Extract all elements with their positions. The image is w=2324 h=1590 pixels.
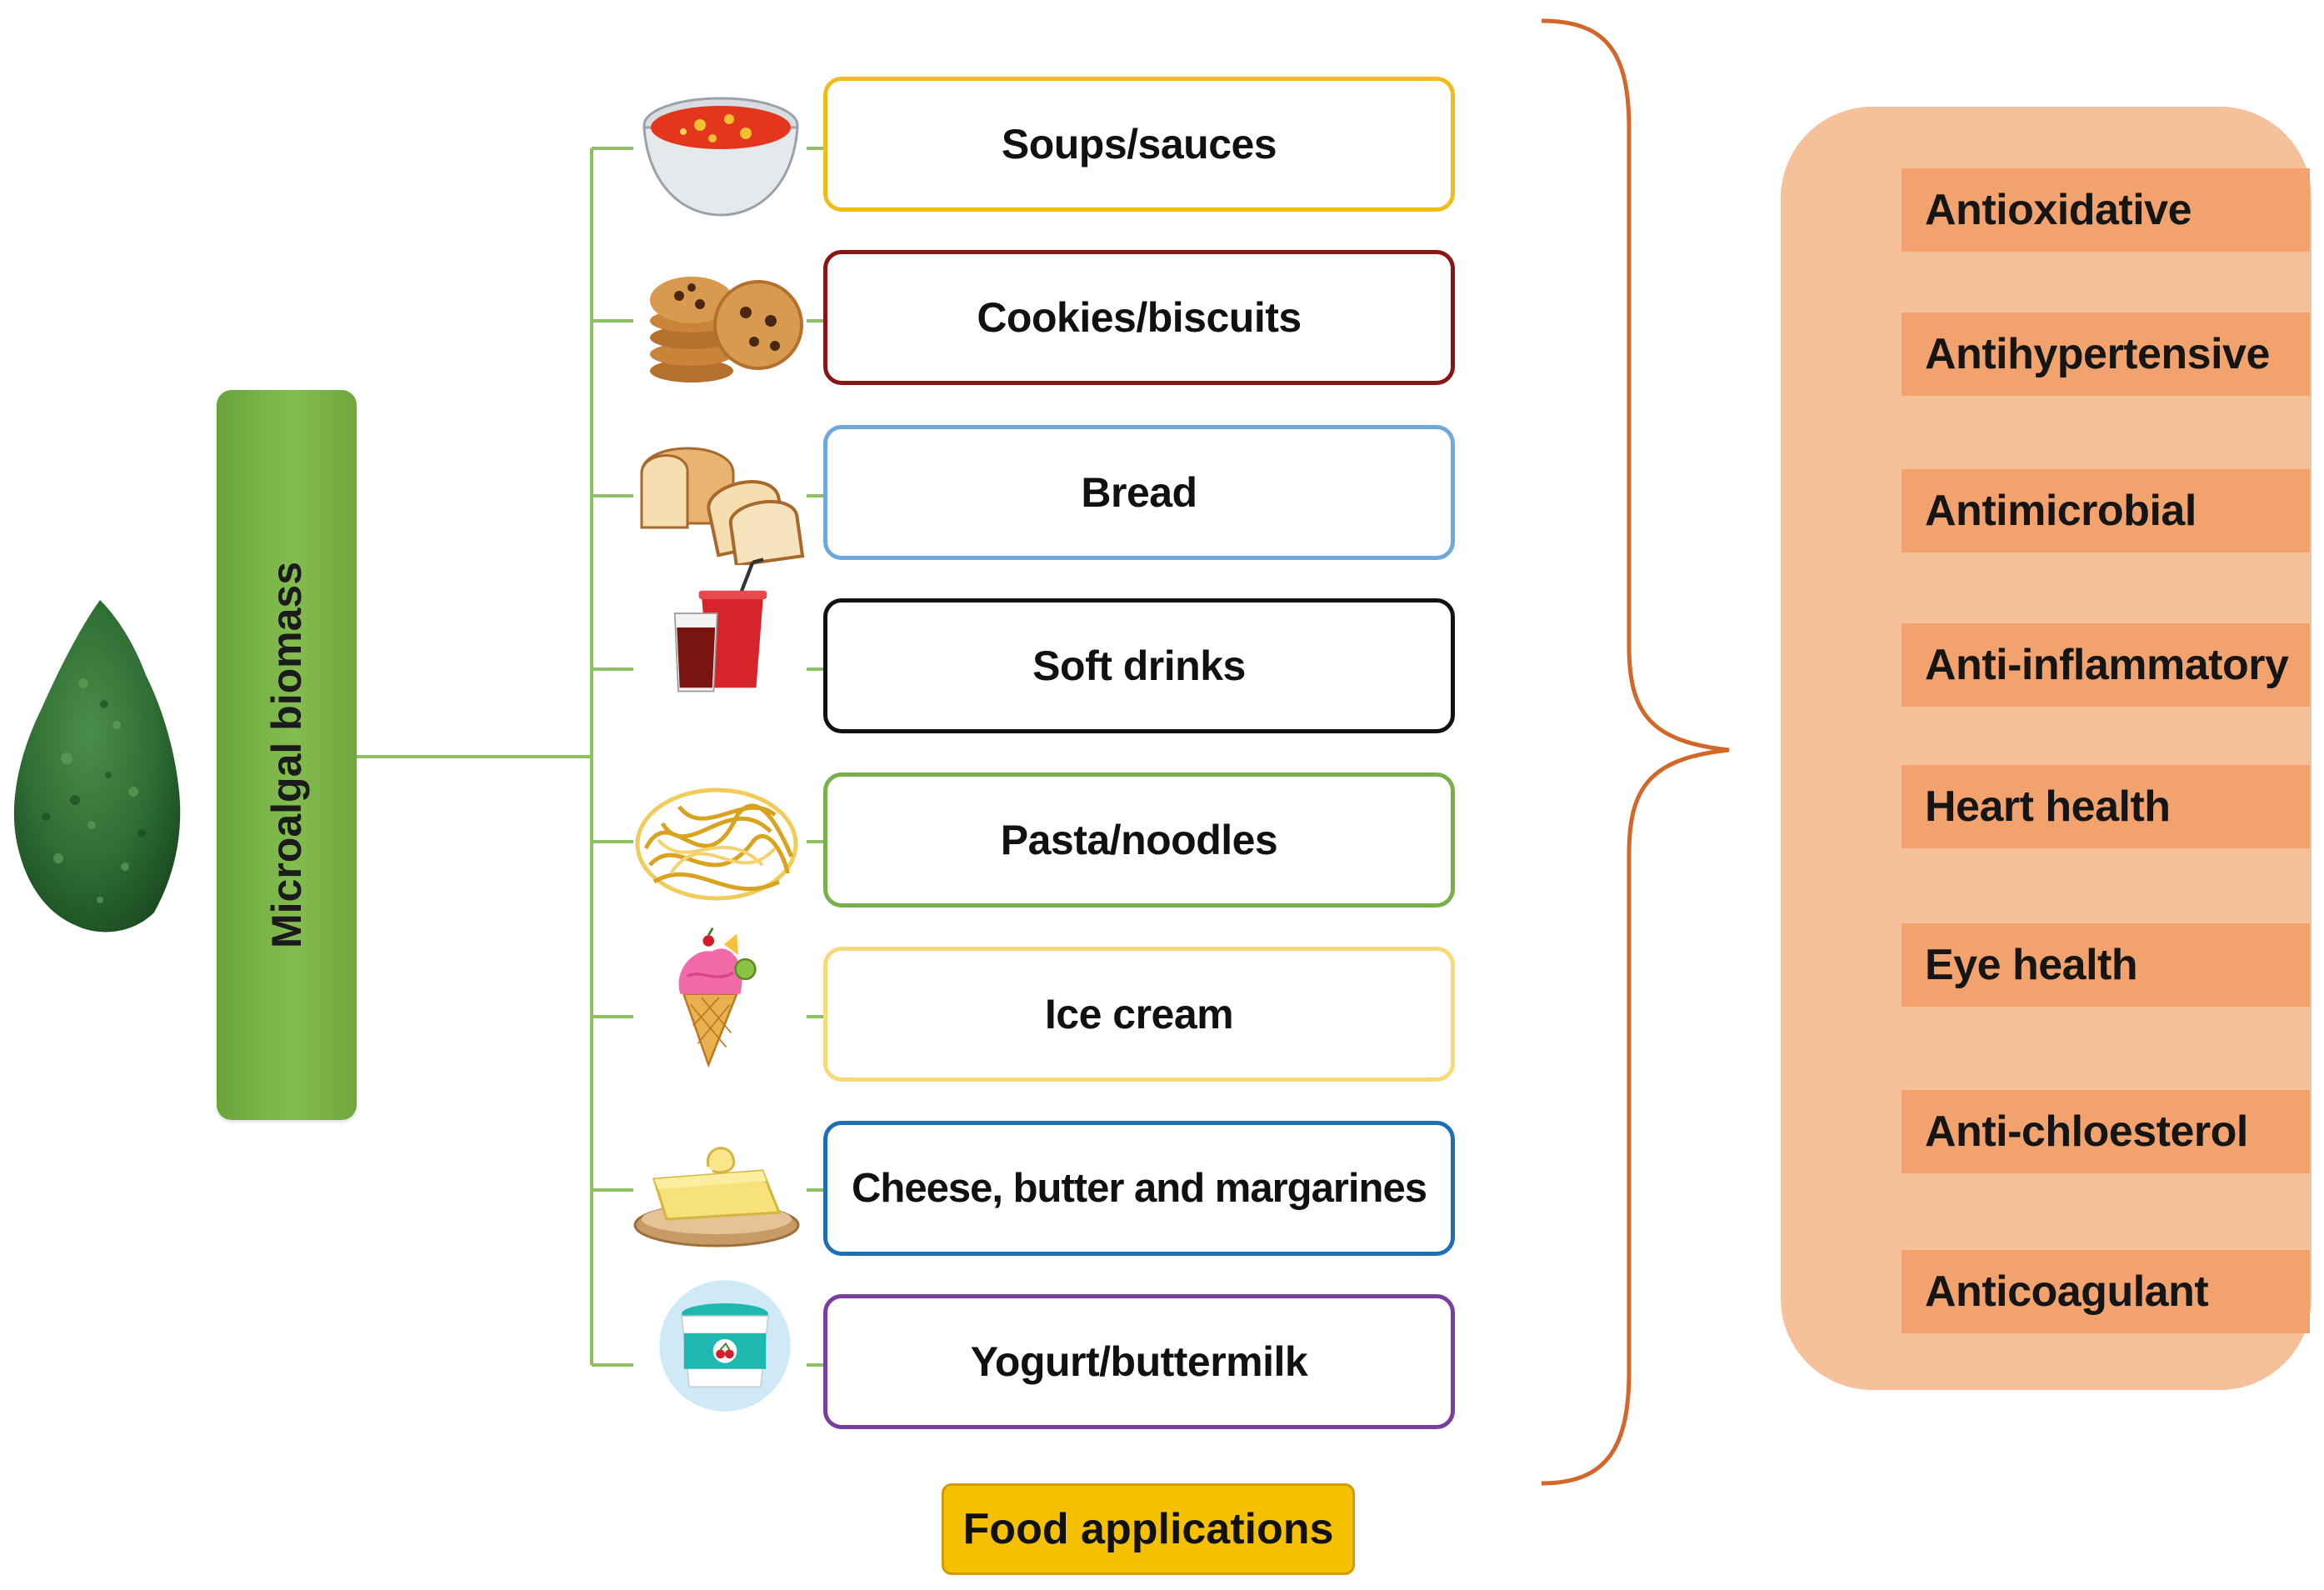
food-item-soft-drinks: Soft drinks (823, 598, 1455, 733)
soup-bowl-icon (642, 97, 799, 217)
bread-icon (640, 447, 805, 565)
benefit-anti-cholesterol: Anti-chloesterol (1902, 1090, 2310, 1173)
benefit-anticoagulant: Anticoagulant (1902, 1250, 2310, 1333)
curly-brace (1541, 18, 1730, 1486)
benefit-eye-health: Eye health (1902, 923, 2310, 1007)
food-item-pasta-noodles: Pasta/noodles (823, 772, 1455, 908)
butter-icon (633, 1147, 800, 1248)
soft-drink-icon (673, 558, 767, 692)
food-item-cheese-butter-margarines: Cheese, butter and margarines (823, 1121, 1455, 1256)
benefit-antioxidative: Antioxidative (1902, 168, 2310, 252)
benefit-antimicrobial: Antimicrobial (1902, 469, 2310, 552)
food-item-soups-sauces: Soups/sauces (823, 77, 1455, 212)
microalgal-biomass-bar: Microalgal biomass (217, 390, 357, 1120)
cookies-icon (650, 277, 803, 382)
ice-cream-icon (678, 928, 757, 1068)
food-item-yogurt-buttermilk: Yogurt/buttermilk (823, 1294, 1455, 1429)
benefit-antihypertensive: Antihypertensive (1902, 312, 2310, 396)
benefit-anti-inflammatory: Anti-inflammatory (1902, 623, 2310, 707)
benefit-heart-health: Heart health (1902, 765, 2310, 848)
food-item-cookies-biscuits: Cookies/biscuits (823, 250, 1455, 385)
noodles-icon (635, 788, 798, 901)
food-item-ice-cream: Ice cream (823, 947, 1455, 1082)
food-applications-label: Food applications (942, 1483, 1355, 1575)
food-item-bread: Bread (823, 425, 1455, 560)
yogurt-icon (659, 1280, 791, 1412)
microalgae-powder-image (13, 600, 181, 932)
health-benefits-panel (1781, 107, 2312, 1390)
